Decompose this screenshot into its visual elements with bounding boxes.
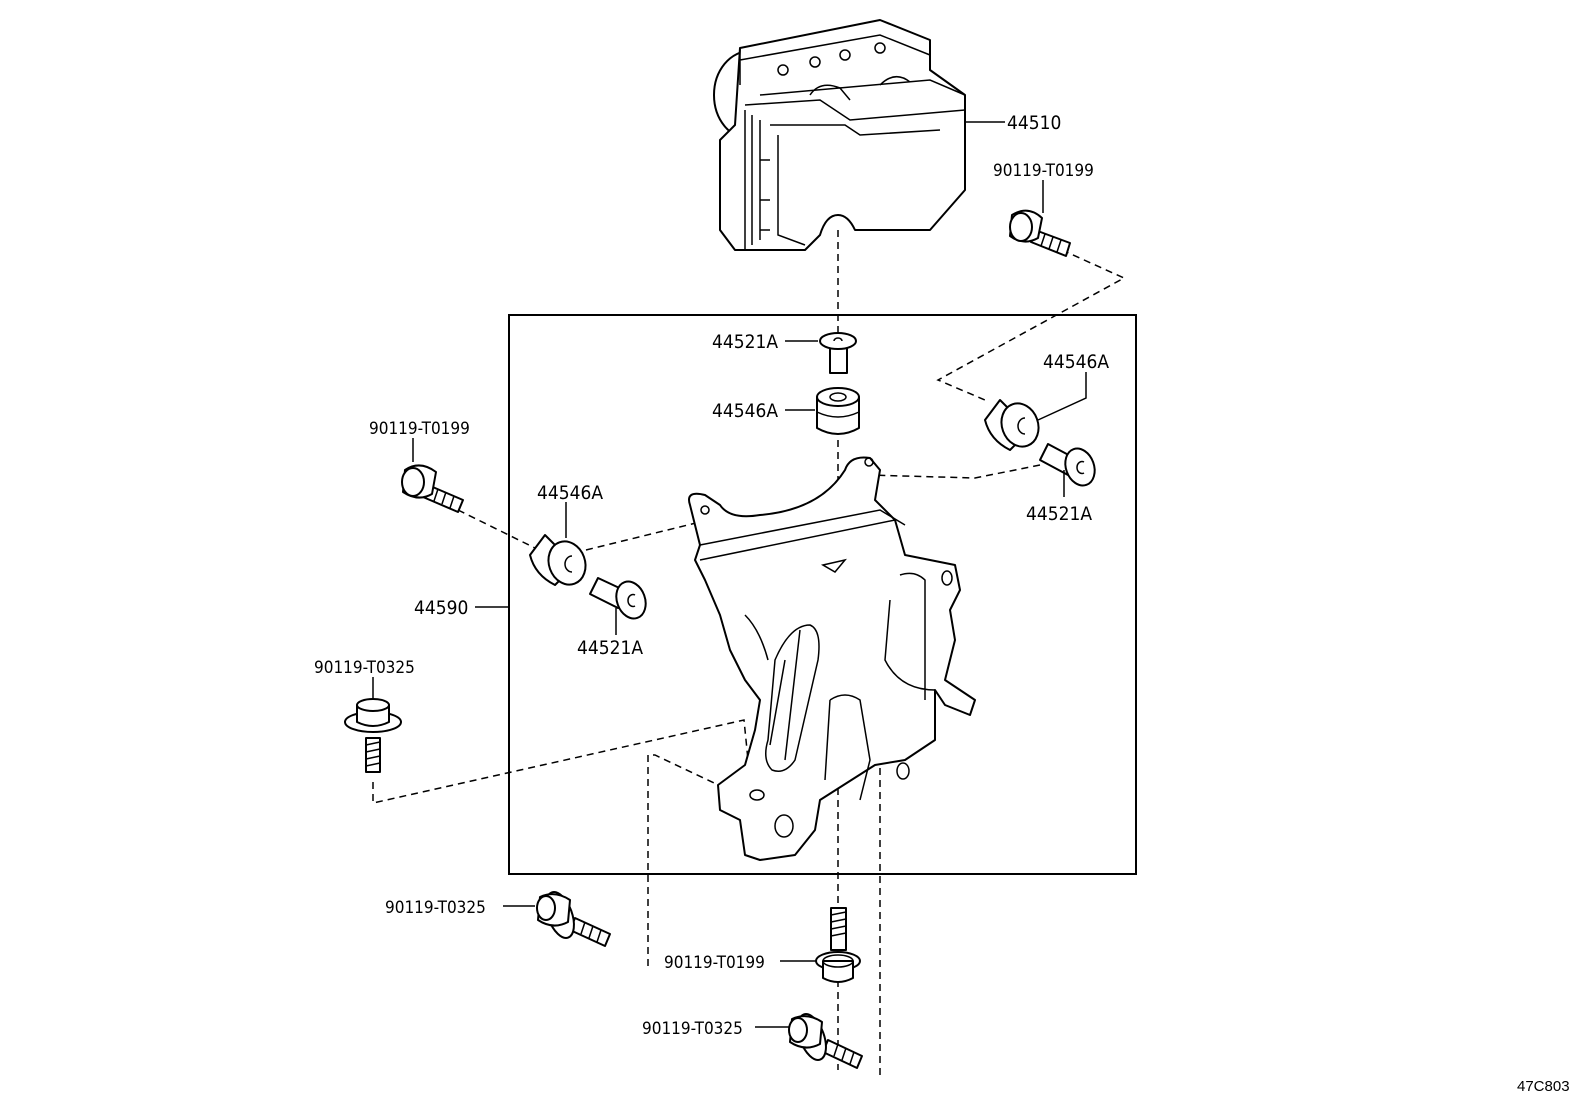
bolt-bottom-center bbox=[815, 907, 861, 983]
bracket bbox=[688, 456, 976, 861]
bolt-top-right bbox=[1009, 209, 1071, 257]
collar-top bbox=[819, 332, 857, 374]
bolt-left-lower bbox=[344, 698, 402, 773]
cushion-left bbox=[529, 534, 587, 586]
label-bracket: 44590 bbox=[414, 597, 468, 619]
bolt-left bbox=[401, 464, 464, 513]
cushion-top bbox=[816, 387, 860, 435]
label-bolt-bottom-left: 90119-T0325 bbox=[385, 898, 486, 918]
abs-actuator bbox=[713, 19, 966, 251]
label-collar-left: 44521A bbox=[577, 637, 643, 659]
label-abs-actuator: 44510 bbox=[1007, 112, 1061, 134]
cushion-right bbox=[984, 399, 1040, 451]
label-bolt-left-lower: 90119-T0325 bbox=[314, 658, 415, 678]
bolt-bottom-left bbox=[536, 891, 611, 947]
label-bolt-left: 90119-T0199 bbox=[369, 419, 470, 439]
bracket-assembly-box bbox=[508, 314, 1137, 875]
label-collar-top: 44521A bbox=[712, 331, 778, 353]
collar-right bbox=[1039, 443, 1096, 487]
label-bolt-bottom: 90119-T0325 bbox=[642, 1019, 743, 1039]
label-cushion-top: 44546A bbox=[712, 400, 778, 422]
collar-left bbox=[589, 577, 647, 620]
bolt-bottom bbox=[788, 1013, 863, 1069]
label-collar-right: 44521A bbox=[1026, 503, 1092, 525]
label-cushion-left: 44546A bbox=[537, 482, 603, 504]
leader-lines bbox=[372, 121, 1087, 1028]
label-cushion-right: 44546A bbox=[1043, 351, 1109, 373]
label-bolt-top-right: 90119-T0199 bbox=[993, 161, 1094, 181]
label-bolt-bottom-center: 90119-T0199 bbox=[664, 953, 765, 973]
reference-code: 47C803 bbox=[1517, 1078, 1570, 1095]
